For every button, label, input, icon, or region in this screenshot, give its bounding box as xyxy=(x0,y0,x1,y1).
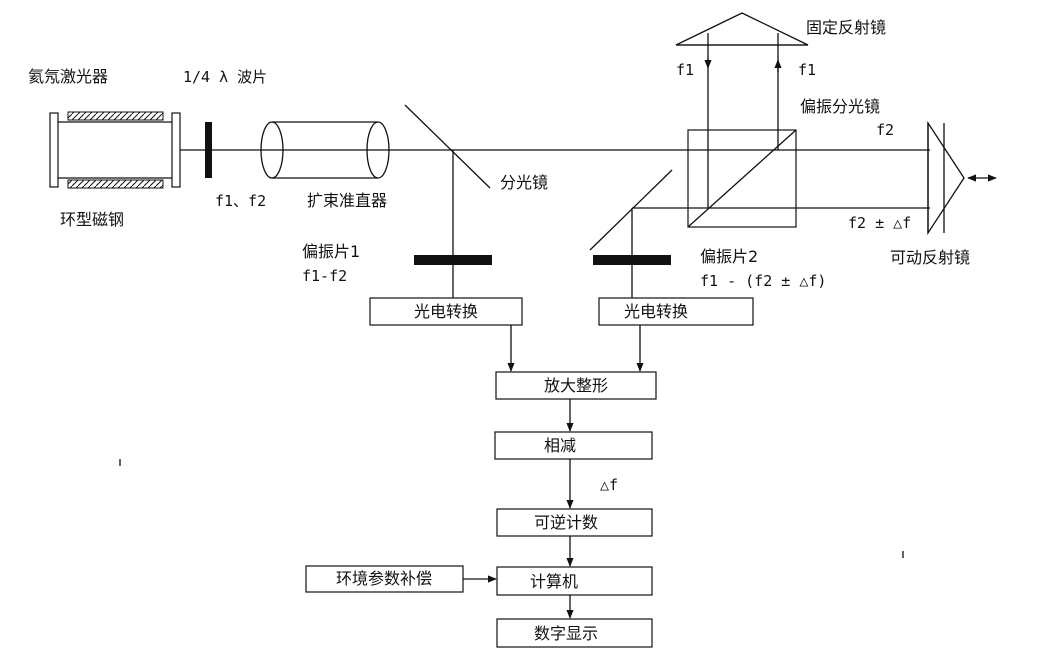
laser-tube xyxy=(49,112,181,188)
pe-conversion-1: 光电转换 xyxy=(414,302,478,321)
delta-f-label: △f xyxy=(600,476,618,494)
pol-splitter-label: 偏振分光镜 xyxy=(800,97,880,116)
pe-conversion-2-box xyxy=(598,297,754,326)
beam-expander-label: 扩束准直器 xyxy=(307,191,387,210)
f1-left-label: f1 xyxy=(676,61,694,79)
splitter-label: 分光镜 xyxy=(500,173,548,192)
ring-magnet xyxy=(67,111,164,189)
fixed-reflector-label: 固定反射镜 xyxy=(806,18,886,37)
counter-box xyxy=(496,508,653,537)
polarizer2-freq: f1 - (f2 ± △f) xyxy=(700,272,826,290)
env-compensation-label: 环境参数补偿 xyxy=(336,569,432,588)
polarizer-2 xyxy=(593,255,671,265)
pe-conversion-1-box xyxy=(369,297,523,326)
polarizer1-freq: f1-f2 xyxy=(302,267,347,285)
pe-conversion-2: 光电转换 xyxy=(624,302,688,321)
env-compensation-box xyxy=(305,565,464,593)
amplify-box xyxy=(495,371,657,400)
fold-mirror xyxy=(589,169,673,251)
f1-right-label: f1 xyxy=(798,61,816,79)
polarizing-beam-splitter xyxy=(687,129,797,228)
polarizer-1 xyxy=(414,255,492,265)
movable-reflector xyxy=(927,120,965,236)
movable-reflector-label: 可动反射镜 xyxy=(890,248,970,267)
laser-label: 氦氖激光器 xyxy=(28,67,108,86)
f2-label: f2 xyxy=(876,121,894,139)
ring-magnet-label: 环型磁钢 xyxy=(60,210,124,229)
display-box xyxy=(496,618,653,648)
polarizer2-label: 偏振片2 xyxy=(700,247,758,266)
computer-label: 计算机 xyxy=(530,572,578,591)
display-label: 数字显示 xyxy=(534,624,598,643)
amplify-label: 放大整形 xyxy=(544,376,608,395)
subtract-label: 相减 xyxy=(544,436,576,455)
beam-splitter xyxy=(404,104,491,189)
polarizer1-label: 偏振片1 xyxy=(302,242,360,261)
computer-box xyxy=(496,566,653,596)
f2-df-label: f2 ± △f xyxy=(848,214,911,232)
counter-label: 可逆计数 xyxy=(534,513,598,532)
subtract-box xyxy=(494,431,653,460)
f1-f2-label: f1、f2 xyxy=(215,192,266,210)
quarter-wave-label: 1/4 λ 波片 xyxy=(183,68,267,86)
fixed-reflector xyxy=(675,12,809,46)
